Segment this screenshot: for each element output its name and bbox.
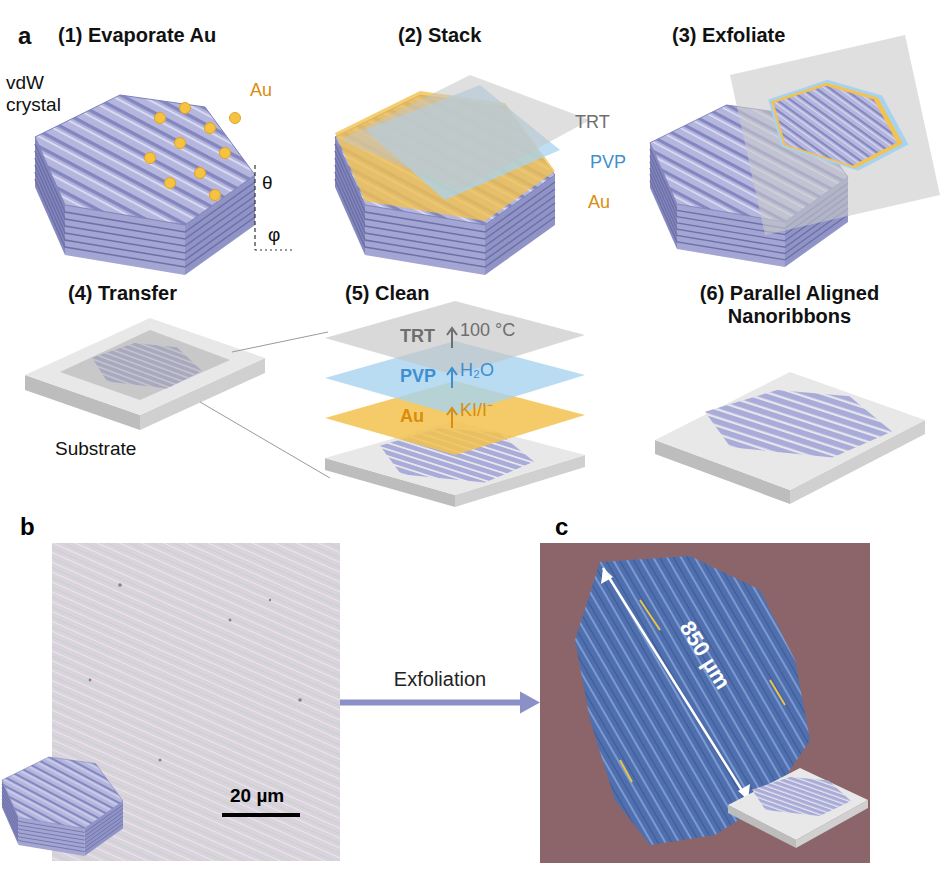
- edge-label: Exfoliation: [391, 668, 489, 691]
- step-title: (5) Clean: [345, 282, 429, 305]
- part-name: vdW crystal: [6, 72, 78, 116]
- step-title: (4) Transfer: [68, 282, 177, 305]
- angle-symbol: θ: [262, 172, 273, 194]
- connector: [340, 692, 540, 714]
- panel-letter: b: [20, 513, 35, 541]
- material-label: Au: [588, 192, 610, 213]
- material-label: PVP: [400, 366, 436, 387]
- process-condition: KI/I⁻: [460, 400, 493, 421]
- part-name: Substrate: [55, 438, 136, 460]
- step-title: (1) Evaporate Au: [58, 24, 216, 47]
- connector-line: [340, 700, 520, 706]
- panel-letter: c: [555, 513, 568, 541]
- micrograph-panel: b20 µm: [52, 543, 340, 861]
- step-title: (2) Stack: [398, 24, 481, 47]
- process-condition: 100 °C: [460, 320, 515, 341]
- dimension-label: 850 µm: [674, 616, 735, 693]
- micrograph-panel: c850 µm: [540, 543, 870, 863]
- material-label: Au: [400, 406, 424, 427]
- step-title: (3) Exfoliate: [672, 24, 785, 47]
- material-label: Au: [250, 80, 272, 101]
- scale-bar-label: 20 µm: [230, 785, 284, 807]
- angle-symbol: φ: [268, 224, 280, 246]
- material-label: TRT: [575, 112, 610, 133]
- process-condition: H₂O: [460, 360, 494, 381]
- panel-letter: a: [18, 22, 31, 50]
- arrow-head: [520, 692, 540, 714]
- material-label: PVP: [590, 152, 626, 173]
- step-title: (6) Parallel Aligned Nanoribbons: [682, 282, 897, 328]
- material-label: TRT: [400, 326, 435, 347]
